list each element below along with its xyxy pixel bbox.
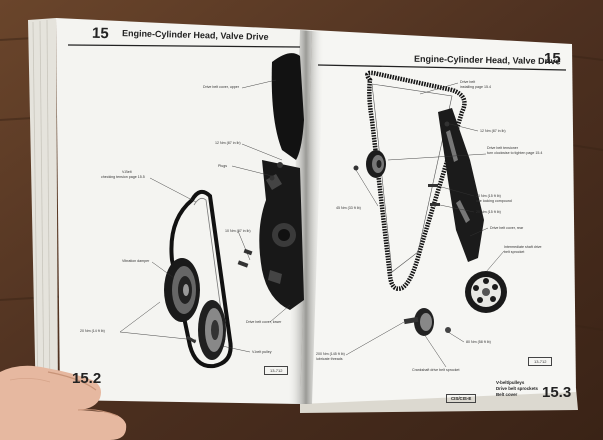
left-footer-number: 15.2 (72, 370, 102, 387)
right-figure-ref: 13-712 (528, 357, 553, 366)
right-footer-topic-2: Drive belt sprockets (496, 386, 538, 391)
label-torque-20nm-b: 20 Nm (15 ft lb) (476, 210, 501, 214)
label-intermediate-sprocket-sub: belt sprocket (504, 250, 525, 254)
label-torque-45nm: 45 Nm (33 ft lb) (336, 206, 361, 210)
crankshaft-sprocket (403, 308, 451, 336)
drive-belt (365, 70, 467, 291)
label-torque-12nm-left: 12 Nm (87 in lb) (215, 141, 241, 145)
label-drive-belt-cover-rear: Drive belt cover, rear (490, 226, 524, 230)
right-footer-number: 15.3 (542, 384, 572, 401)
right-page (300, 30, 576, 404)
label-vibration-damper: Vibration damper (122, 259, 150, 263)
label-drive-belt-sub: installing page 15.4 (460, 85, 491, 89)
label-v-belt-sub: checking tension page 15.5 (101, 175, 145, 179)
intermediate-shaft-sprocket (465, 271, 507, 313)
v-belt-pulley (198, 300, 226, 360)
label-torque-20nm-a-sub: use locking compound (476, 199, 512, 203)
right-header-rule (317, 64, 567, 71)
v-belt (169, 189, 233, 369)
label-intermediate-sprocket: Intermediate shaft drive (504, 245, 542, 249)
label-drive-belt-cover-lower: Drive belt cover, lower (246, 320, 282, 324)
label-torque-10nm: 10 Nm (87 in lb) (225, 229, 251, 233)
label-plugs: Plugs (218, 164, 227, 168)
label-drive-belt: Drive belt (460, 80, 476, 84)
label-torque-12nm-right: 12 Nm (87 in lb) (480, 129, 506, 133)
label-v-belt: V-Belt (122, 170, 132, 174)
vibration-damper (164, 258, 200, 322)
right-footer-topic-1: V-belt/pulleys (496, 380, 525, 385)
label-tensioner: Drive belt tensioner (487, 146, 518, 150)
belt-cover-rear (438, 108, 484, 262)
label-crankshaft-sprocket: Crankshaft drive belt sprocket (412, 368, 460, 372)
right-page-number: 15 (544, 50, 561, 67)
left-figure-ref: 13-712 (264, 366, 289, 375)
hand (0, 365, 127, 440)
label-drive-belt-cover-upper: Drive belt cover, upper (203, 85, 239, 89)
left-header-rule (67, 44, 301, 48)
right-footer-topic-3: Belt cover (496, 392, 518, 397)
label-torque-20nm-left: 20 Nm (14 ft lb) (80, 329, 105, 333)
left-page-number: 15 (91, 24, 109, 43)
right-footer-code: CIS/CIS-E (446, 394, 477, 403)
belt-cover-upper (271, 53, 304, 160)
label-torque-80nm: 80 Nm (58 ft lb) (466, 340, 491, 344)
label-tensioner-sub: turn clockwise to tighten page 15.4 (487, 151, 543, 155)
page-stack-left (28, 18, 58, 408)
label-torque-200nm-sub: lubricate threads (316, 357, 343, 361)
label-v-belt-pulley: V-belt pulley (252, 350, 272, 354)
label-torque-20nm-a: 20 Nm (15 ft lb) (476, 194, 501, 198)
label-torque-200nm: 200 Nm (145 ft lb) (316, 352, 345, 356)
drive-belt-tensioner (366, 150, 386, 178)
